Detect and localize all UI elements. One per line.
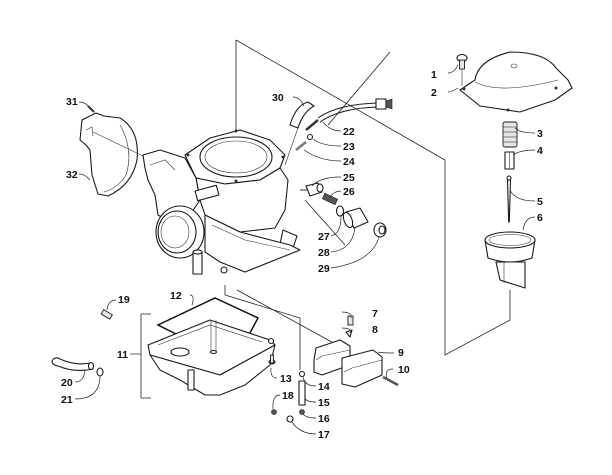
o-ring: [335, 205, 345, 217]
washer-23: [306, 133, 314, 141]
callout-10: 10: [398, 364, 410, 376]
hose-30: [284, 101, 315, 166]
callout-29: 29: [318, 263, 330, 275]
callout-32: 32: [66, 169, 78, 181]
callout-16: 16: [318, 413, 330, 425]
starter-plunger: [300, 182, 324, 197]
needle-valve: [345, 315, 354, 338]
jet-needle: [506, 175, 512, 223]
callout-7: 7: [372, 308, 378, 320]
screw-1: [456, 53, 468, 86]
callout-9: 9: [398, 347, 404, 359]
spring-3: [502, 121, 518, 148]
float: [313, 339, 383, 388]
callout-labels: 1 2 3 4 5 6 7 8 9 10 11 12 13 14 15 16 1…: [61, 69, 543, 441]
callout-31: 31: [66, 96, 78, 108]
callout-25: 25: [343, 172, 355, 184]
callout-24: 24: [343, 156, 355, 168]
leader-lines: [74, 64, 536, 435]
float-bowl: [147, 319, 276, 396]
throttle-cable: [305, 98, 393, 131]
hose-clamp: [96, 367, 104, 377]
cover-screw: [87, 105, 95, 113]
needle-retainer: [504, 151, 515, 170]
plunger-nut: [342, 207, 369, 229]
callout-11: 11: [117, 349, 128, 361]
throttle-cover: [79, 112, 138, 197]
callout-27: 27: [318, 231, 330, 243]
carburetor-body: [142, 129, 301, 275]
callout-18: 18: [282, 390, 294, 402]
callout-6: 6: [537, 212, 543, 224]
bowl-screw: [268, 354, 276, 365]
callout-14: 14: [318, 381, 330, 393]
plunger-spring: [321, 192, 339, 206]
cap-29: [373, 222, 387, 238]
callout-26: 26: [343, 186, 355, 198]
callout-3: 3: [537, 128, 543, 140]
diaphragm-piston: [484, 231, 536, 289]
jets: [286, 370, 306, 423]
callout-8: 8: [372, 324, 378, 336]
bowl-assembly-bracket: [140, 313, 151, 399]
callout-19: 19: [118, 294, 130, 306]
callout-12: 12: [170, 290, 182, 302]
callout-13: 13: [280, 373, 292, 385]
screw-19: [100, 309, 113, 320]
callout-2: 2: [431, 87, 437, 99]
callout-15: 15: [318, 397, 330, 409]
vent-hose: [51, 357, 95, 372]
callout-5: 5: [537, 196, 543, 208]
idle-screw: [295, 141, 307, 151]
drain-screw: [271, 409, 277, 415]
callout-20: 20: [61, 377, 73, 389]
callout-21: 21: [61, 394, 73, 406]
callout-17: 17: [318, 429, 330, 441]
callout-1: 1: [431, 69, 437, 81]
diaphragm-cover: [459, 51, 573, 113]
callout-4: 4: [537, 145, 543, 157]
callout-22: 22: [343, 126, 355, 138]
callout-30: 30: [272, 92, 284, 104]
callout-28: 28: [318, 247, 330, 259]
float-pin: [382, 375, 399, 387]
callout-23: 23: [343, 141, 355, 153]
